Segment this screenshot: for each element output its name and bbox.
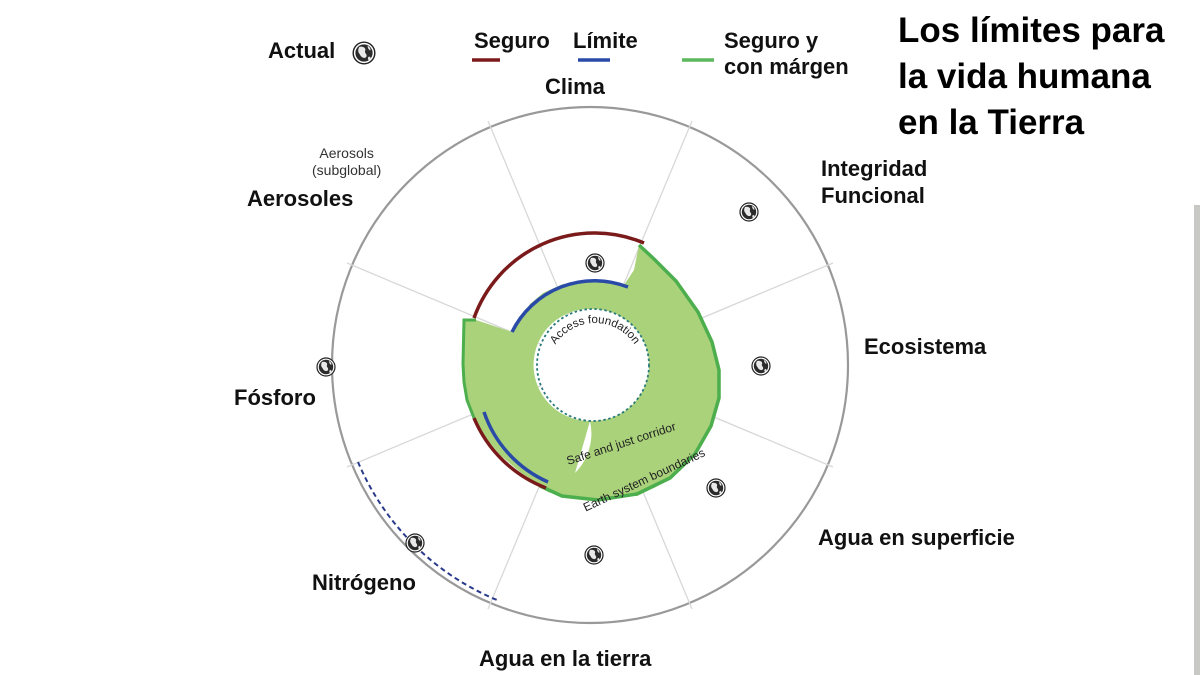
segment-label-agua-tierra: Agua en la tierra: [479, 646, 652, 671]
title-line-2: la vida humana: [898, 57, 1151, 96]
access-foundation-circle: [536, 308, 650, 422]
legend-margin-label: Seguro y con márgen: [724, 28, 849, 80]
safe-boundary-arc-top: [472, 231, 645, 319]
globe-icon: [739, 202, 759, 222]
legend-margin-line-1: Seguro y: [724, 28, 819, 53]
globe-icon: [584, 545, 604, 565]
page-title: Los límites para la vida humana en la Ti…: [898, 8, 1164, 146]
globe-icon: [405, 533, 425, 553]
legend-safe-label: Seguro: [474, 28, 550, 53]
segment-label-ecosistema: Ecosistema: [864, 334, 987, 359]
segment-label-integridad-line-1: Integridad: [821, 156, 928, 181]
corridor-left-edge: [461, 318, 476, 419]
aerosols-subglobal-label: Aerosols (subglobal): [312, 145, 381, 179]
globe-icon: [585, 253, 605, 273]
legend-margin-line-2: con márgen: [724, 54, 849, 79]
segment-label-integridad-line-2: Funcional: [821, 183, 925, 208]
safe-boundary-arc-bottom: [472, 417, 547, 490]
segment-label-agua-superficie: Agua en superficie: [818, 525, 1015, 550]
segment-label-integridad: Integridad Funcional: [821, 155, 927, 209]
globe-icon: [706, 478, 726, 498]
limit-arc-bottom: [482, 411, 549, 484]
limit-arc-top: [510, 279, 629, 333]
globe-icon: [751, 356, 771, 376]
corridor-outer-edge: [539, 243, 721, 502]
segment-label-nitrogeno: Nitrógeno: [312, 570, 416, 595]
globe-icon: [352, 41, 376, 65]
title-line-1: Los límites para: [898, 11, 1165, 50]
segment-label-clima: Clima: [545, 74, 605, 99]
title-line-3: en la Tierra: [898, 103, 1085, 142]
aerosols-sub-line-1: Aerosols: [319, 145, 374, 161]
globe-icon: [316, 357, 336, 377]
segment-label-fosforo: Fósforo: [234, 385, 316, 410]
current-label: Actual: [268, 38, 336, 63]
right-edge-strip: [1194, 205, 1200, 675]
legend-limit-label: Límite: [573, 28, 638, 53]
aerosols-sub-line-2: (subglobal): [312, 162, 382, 178]
segment-label-aerosoles: Aerosoles: [247, 186, 354, 211]
